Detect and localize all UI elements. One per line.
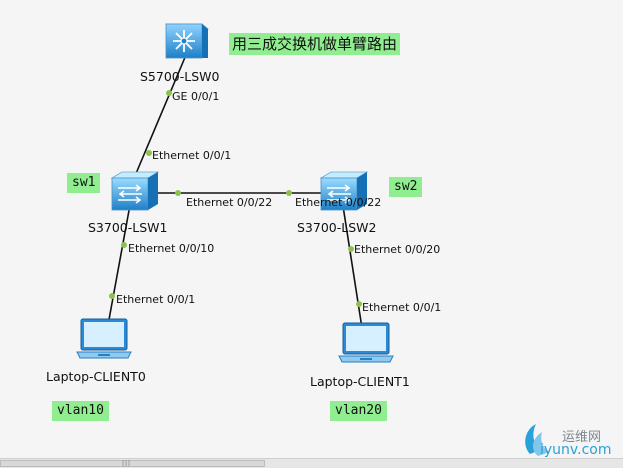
sw1-port-down-label: Ethernet 0/0/10 bbox=[128, 242, 215, 255]
sw1-node[interactable] bbox=[106, 170, 162, 214]
watermark-logo-icon bbox=[525, 424, 550, 456]
sw2-tag: sw2 bbox=[389, 177, 423, 197]
sw1-tag: sw1 bbox=[67, 173, 101, 193]
switch-icon bbox=[110, 171, 160, 211]
port-dot-lsw1-e001 bbox=[146, 150, 152, 156]
port-dot-lsw2-e0020 bbox=[348, 246, 354, 252]
sw2-port-trunk-label: Ethernet 0/0/22 bbox=[295, 196, 382, 209]
client1-port-label: Ethernet 0/0/1 bbox=[362, 301, 442, 314]
port-dot-lsw0-ge001 bbox=[166, 90, 172, 96]
scrollbar-grip-icon[interactable]: ||| bbox=[122, 460, 132, 467]
core-switch-port-label: GE 0/0/1 bbox=[172, 90, 220, 103]
laptop-icon bbox=[338, 322, 394, 363]
client0-node[interactable] bbox=[74, 318, 134, 362]
sw1-name: S3700-LSW1 bbox=[88, 220, 168, 235]
sw2-port-down-label: Ethernet 0/0/20 bbox=[354, 243, 441, 256]
sw2-name: S3700-LSW2 bbox=[297, 220, 377, 235]
switch-icon bbox=[319, 171, 369, 211]
port-dot-lsw2-e0022 bbox=[286, 190, 292, 196]
port-dot-client1-e001 bbox=[356, 301, 362, 307]
link-lsw1-client0[interactable] bbox=[107, 204, 131, 326]
watermark-en: iyunv.com bbox=[540, 442, 612, 458]
link-lsw0-lsw1[interactable] bbox=[131, 54, 187, 184]
horizontal-scrollbar[interactable] bbox=[0, 460, 265, 467]
port-dot-client0-e001 bbox=[109, 293, 115, 299]
port-dot-lsw1-e0022 bbox=[175, 190, 181, 196]
client1-node[interactable] bbox=[336, 322, 396, 366]
diagram-title: 用三成交换机做单臂路由 bbox=[229, 33, 401, 55]
l3-switch-icon bbox=[164, 23, 210, 59]
core-switch-name: S5700-LSW0 bbox=[140, 69, 220, 84]
client0-vlan-tag: vlan10 bbox=[52, 401, 109, 421]
client1-vlan-tag: vlan20 bbox=[330, 401, 387, 421]
sw1-port-up-label: Ethernet 0/0/1 bbox=[152, 149, 232, 162]
sw2-node[interactable] bbox=[315, 170, 371, 214]
client0-port-label: Ethernet 0/0/1 bbox=[116, 293, 196, 306]
client1-name: Laptop-CLIENT1 bbox=[310, 374, 410, 389]
watermark: 运维网 iyunv.com bbox=[518, 420, 623, 460]
laptop-icon bbox=[76, 318, 132, 359]
client0-name: Laptop-CLIENT0 bbox=[46, 369, 146, 384]
watermark-cn: 运维网 bbox=[562, 430, 602, 445]
bottom-scroll-area bbox=[0, 458, 623, 468]
port-dot-lsw1-e0010 bbox=[121, 242, 127, 248]
sw1-port-trunk-label: Ethernet 0/0/22 bbox=[186, 196, 273, 209]
core-switch-node[interactable] bbox=[162, 20, 210, 60]
link-lsw2-client1[interactable] bbox=[342, 205, 363, 329]
